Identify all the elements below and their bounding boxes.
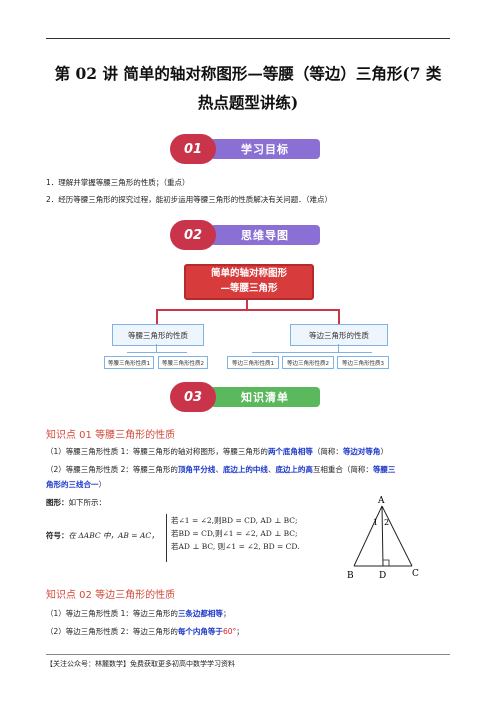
condition-2: 若BD = CD,则∠1 = ∠2, AD ⊥ BC; [171,529,298,538]
highlight: 每个内角等于 [177,627,223,636]
highlight: 两个底角相等 [267,447,313,456]
point-A: A [377,496,385,506]
text: 、 [267,465,276,474]
text: 互相重合（简称： [312,465,373,474]
angle-2: 2 [384,518,389,527]
highlight: 等边对等角 [342,447,381,456]
footer-rule [46,654,450,655]
kp1-heading: 知识点 01 等腰三角形的性质 [46,430,176,441]
point-D: D [379,571,386,581]
banner-number: 02 [170,220,216,250]
text: （1）等边三角形性质 1：等边三角形的 [46,609,178,618]
connector [338,344,339,352]
text: （简称： [312,447,343,456]
text: ； [236,627,244,636]
point-C: C [412,569,419,579]
highlight: 角形的三线合一 [46,480,99,489]
text: 、 [215,465,223,474]
banner-label: 思维导图 [210,225,320,245]
connector [156,309,158,324]
text: ） [380,447,388,456]
connector [338,309,340,324]
banner-number: 03 [170,382,216,412]
page-title-line1: 第 02 讲 简单的轴对称图形—等腰（等边）三角形(7 类 [54,64,442,83]
mindmap-leaf: 等边三角形性质1 [227,356,279,369]
kp2-item1: （1）等边三角形性质 1：等边三角形的三条边都相等； [46,608,230,620]
connector [156,344,157,352]
text: （2）等腰三角形性质 2：等腰三角形的 [46,465,178,474]
mindmap-branch-equilateral: 等边三角形的性质 [290,324,388,346]
label: 图形： [46,498,69,507]
isosceles-triangle-figure: A B D C 1 2 [347,496,419,581]
connector [252,352,372,353]
mindmap-leaf: 等边三角形性质3 [337,356,389,369]
text: 如下所示： [68,498,107,507]
point-B: B [347,571,354,581]
text: （2）等边三角形性质 2：等边三角形的 [46,627,178,636]
text: ） [98,480,107,489]
connector [246,300,248,310]
footer-text: 【关注公众号：林麓数学】免费获取更多初高中数学学习资料 [46,660,235,668]
section-banner-knowledge: 知识清单 03 [170,382,326,412]
connector [127,352,187,353]
label: 符号： [46,531,69,540]
banner-label: 知识清单 [210,387,320,407]
text: 在 ΔABC 中，AB = AC， [68,531,159,540]
highlight: 底边上的中线 [222,465,268,474]
mindmap-root-line2: —等腰三角形 [220,283,278,294]
mindmap-leaf: 等腰三角形性质1 [104,356,154,369]
mindmap-leaf: 等腰三角形性质2 [158,356,208,369]
top-rule [46,38,450,39]
figure-line: 图形：如下所示： [46,497,106,509]
condition-brace: 若∠1 = ∠2,则BD = CD, AD ⊥ BC; 若BD = CD,则∠1… [166,514,300,562]
section-banner-mindmap: 思维导图 02 [170,220,326,250]
banner-label: 学习目标 [210,139,320,159]
kp2-heading: 知识点 02 等边三角形的性质 [46,590,176,601]
mindmap-branch-isosceles: 等腰三角形的性质 [112,324,204,346]
kp1-item1: （1）等腰三角形性质 1：等腰三角形的轴对称图形，等腰三角形的两个底角相等（简称… [46,446,456,458]
mindmap-leaf: 等边三角形性质2 [282,356,334,369]
text: （1）等腰三角形性质 1：等腰三角形的轴对称图形，等腰三角形的 [46,447,268,456]
highlight: 顶角平分线 [177,465,216,474]
mindmap-root-line1: 简单的轴对称图形 [210,268,287,279]
objective-2: 2．经历等腰三角形的探究过程，能初步运用等腰三角形的性质解决有关问题．（难点） [46,195,333,204]
highlight: 等腰三 [372,465,396,474]
highlight: 三条边都相等 [177,609,223,618]
text: ； [222,609,231,618]
symbol-line: 符号：在 ΔABC 中，AB = AC， [46,530,159,542]
highlight: 底边上的高 [275,465,313,474]
kp1-item2: （2）等腰三角形性质 2：等腰三角形的顶角平分线、底边上的中线、底边上的高互相重… [46,464,456,476]
mindmap-root: 简单的轴对称图形 —等腰三角形 [184,264,314,300]
connector [156,309,340,311]
condition-1: 若∠1 = ∠2,则BD = CD, AD ⊥ BC; [171,516,298,525]
kp2-item2: （2）等边三角形性质 2：等边三角形的每个内角等于60°； [46,626,244,638]
page-title-line2: 热点题型讲练) [197,93,299,112]
highlight: 60° [222,627,237,636]
angle-1: 1 [373,518,378,527]
section-banner-objectives: 学习目标 01 [170,134,326,164]
objective-1: 1．理解并掌握等腰三角形的性质；（重点） [46,178,190,187]
banner-number: 01 [170,134,216,164]
condition-3: 若AD ⊥ BC, 则∠1 = ∠2, BD = CD. [171,542,300,551]
kp1-item2-cont: 角形的三线合一） [46,479,106,491]
